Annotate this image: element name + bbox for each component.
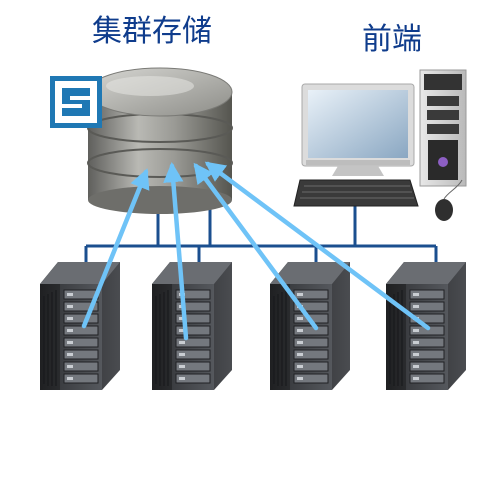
rack-server-icon xyxy=(39,261,121,391)
flow-arrow-4 xyxy=(204,161,431,331)
data-flow-arrows xyxy=(81,161,431,341)
desktop-computer-icon xyxy=(293,69,467,221)
flow-arrow-3 xyxy=(193,162,319,331)
logo-icon xyxy=(50,76,102,128)
flow-arrow-1 xyxy=(81,168,150,329)
storage-cylinder-icon xyxy=(87,67,233,214)
network-lines xyxy=(84,205,438,270)
frontend-label: 前端 xyxy=(362,22,422,57)
cluster-storage-label: 集群存储 xyxy=(92,14,212,49)
rack-server-icon xyxy=(151,261,233,391)
flow-arrow-2 xyxy=(163,161,189,341)
